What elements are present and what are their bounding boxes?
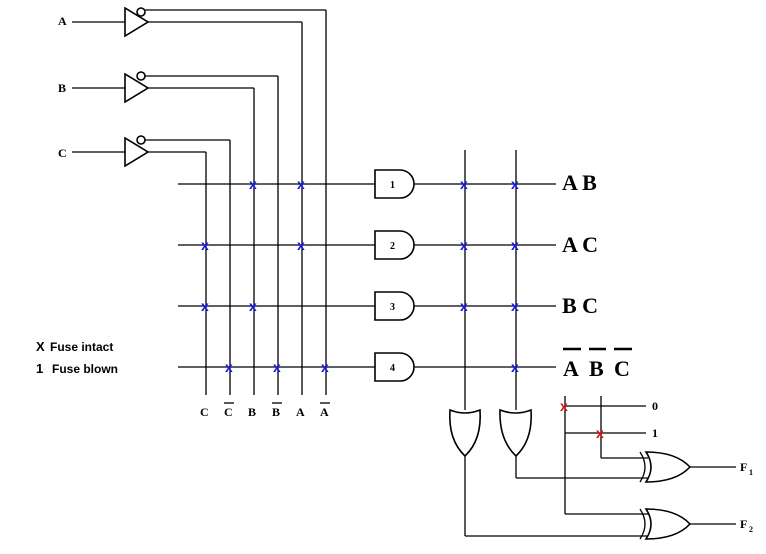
column-label-b-bar: B [272,405,280,419]
svg-text:B: B [589,356,604,381]
fuse-marker: x [596,425,604,441]
svg-text:F: F [740,460,747,474]
fuse-marker: x [201,298,209,314]
input-label-b: B [58,81,66,95]
product-label-3: B C [562,293,598,318]
fuse-marker: x [511,298,519,314]
product-rows [178,183,375,368]
fuse-marker: x [321,359,329,375]
constant-zero-label: 0 [652,399,658,413]
xor-gate-f1 [516,451,736,483]
svg-text:2: 2 [390,241,395,252]
and-gate-3: 3 [374,291,415,321]
svg-text:1: 1 [390,180,395,191]
product-label-1: A B [562,170,597,195]
legend-blown-symbol: 1 [36,361,43,376]
and-gate-2: 2 [374,230,415,260]
svg-text:A: A [563,356,579,381]
fuse-marker: x [460,298,468,314]
xor-gate-f2 [465,508,736,540]
legend-intact-symbol: X [36,339,45,354]
legend: X Fuse intact 1 Fuse blown [36,339,118,376]
svg-text:C: C [614,356,630,381]
output-label-f2: F 2 [740,517,753,534]
input-label-c: C [58,146,67,160]
fuse-marker: x [560,398,568,414]
fuse-marker: x [460,237,468,253]
input-buffer-a [72,6,326,38]
fuse-marker: x [201,237,209,253]
legend-intact-text: Fuse intact [50,340,113,354]
column-label-c: C [200,405,209,419]
product-label-4: A B C [563,347,632,381]
fuse-marker: x [460,176,468,192]
fuse-marker: x [297,237,305,253]
input-buffer-b [72,71,278,104]
svg-text:3: 3 [390,302,395,313]
or-gate-right [499,408,533,478]
legend-blown-text: Fuse blown [52,362,118,376]
fuse-marker: x [273,359,281,375]
input-columns [205,10,327,395]
svg-text:1: 1 [749,468,753,477]
and-gate-4: 4 [374,352,415,382]
svg-text:4: 4 [390,363,395,374]
column-label-c-bar: C [224,405,233,419]
product-label-2: A C [562,232,598,257]
fuse-marker: x [249,176,257,192]
fuse-marker: x [225,359,233,375]
column-label-b: B [248,405,256,419]
output-label-f1: F 1 [740,460,753,477]
column-label-a: A [296,405,305,419]
input-buffer-c [72,135,230,168]
fuse-markers: x x x x x x x x x x x x x x x x x x [201,176,604,441]
and-output-lines [414,183,556,368]
constant-one-label: 1 [652,426,658,440]
constant-lines [564,396,646,514]
and-gate-1: 1 [374,169,415,199]
fuse-marker: x [297,176,305,192]
fuse-marker: x [511,176,519,192]
svg-text:F: F [740,517,747,531]
or-plane-columns [464,150,517,410]
fuse-marker: x [511,359,519,375]
fuse-marker: x [249,298,257,314]
column-label-a-bar: A [320,405,329,419]
or-gate-left [448,408,482,536]
svg-text:2: 2 [749,525,753,534]
input-label-a: A [58,14,67,28]
fuse-marker: x [511,237,519,253]
